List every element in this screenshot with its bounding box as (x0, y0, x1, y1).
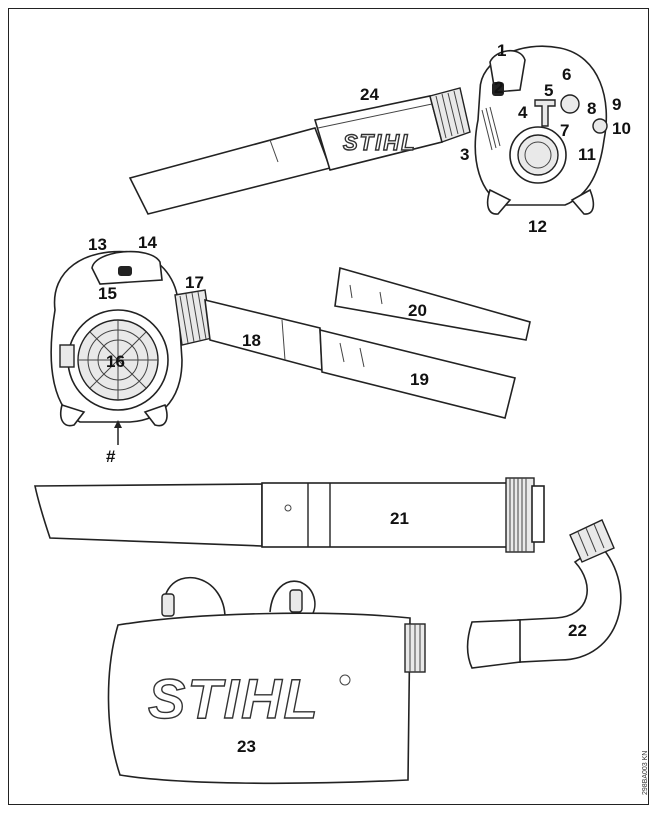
part-label-9: 9 (612, 95, 621, 114)
part-label-7: 7 (560, 121, 569, 140)
part-label-16: 16 (106, 352, 125, 371)
tube-19-shape (319, 328, 516, 419)
part-label-18: 18 (242, 331, 261, 350)
nozzle-20-shape (334, 266, 531, 341)
part-label-2: 2 (494, 78, 503, 97)
vacuum-tube-assembly (34, 477, 545, 553)
part-label-15: 15 (98, 284, 117, 303)
tube-logo-text: STIHL (343, 130, 417, 155)
part-label-17: 17 (185, 273, 204, 292)
part-label-hash: # (106, 447, 116, 466)
elbow-22-assembly (466, 519, 622, 669)
part-label-24: 24 (360, 85, 379, 104)
document-code: 298BA003 KN (642, 751, 649, 795)
part-label-21: 21 (390, 509, 409, 528)
part-label-11: 11 (578, 145, 596, 164)
side-blower-assembly (50, 250, 213, 445)
part-label-23: 23 (237, 737, 256, 756)
part-label-22: 22 (568, 621, 587, 640)
part-label-3: 3 (460, 145, 469, 164)
part-label-6: 6 (562, 65, 571, 84)
part-label-13: 13 (88, 235, 107, 254)
part-label-1: 1 (497, 41, 506, 60)
part-label-4: 4 (518, 103, 528, 122)
tube-18-shape (204, 298, 323, 372)
part-label-5: 5 (544, 81, 553, 100)
bag-logo-text: STIHL (148, 667, 320, 730)
diagram-frame (8, 8, 649, 805)
top-blower-assembly: STIHL (128, 45, 608, 215)
part-label-20: 20 (408, 301, 427, 320)
part-label-10: 10 (612, 119, 631, 138)
part-label-19: 19 (410, 370, 429, 389)
part-label-8: 8 (587, 99, 596, 118)
collection-bag-assembly: STIHL (107, 576, 426, 785)
part-label-14: 14 (138, 233, 157, 252)
part-label-12: 12 (528, 217, 547, 236)
